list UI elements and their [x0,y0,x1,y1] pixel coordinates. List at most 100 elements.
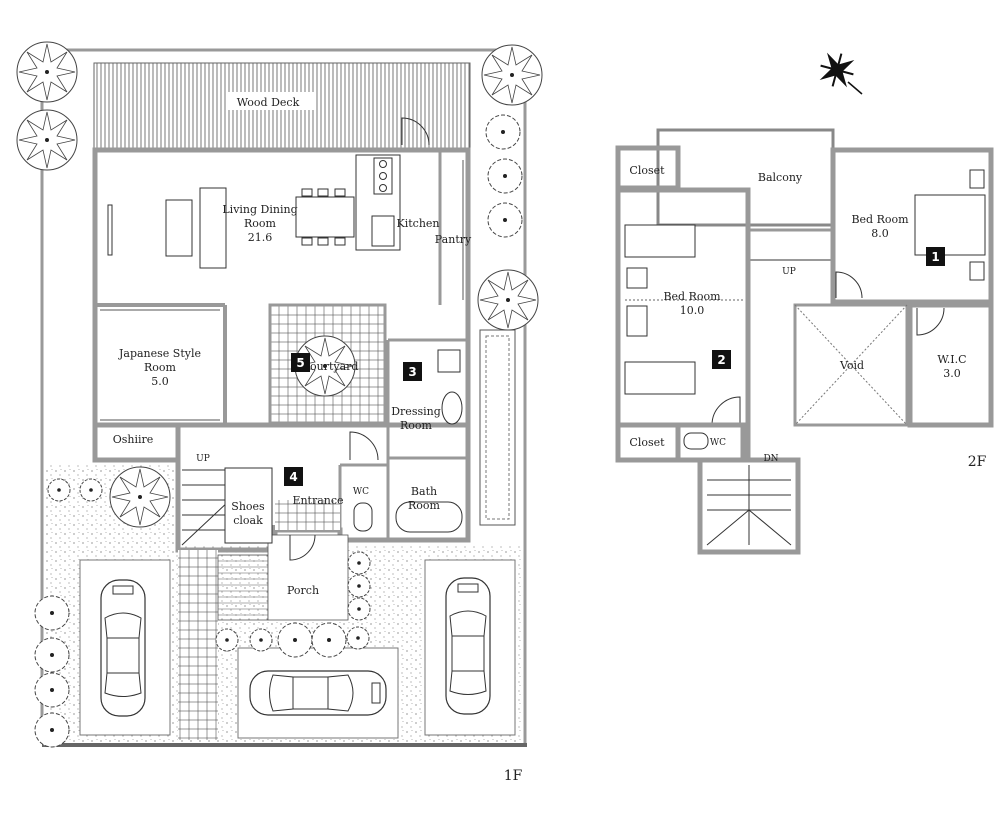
balcony-label: Balcony [758,171,803,184]
bed-icon [624,224,696,258]
car-icon [445,577,491,715]
door-swing-icon [916,307,945,336]
door-swing-icon [289,534,316,561]
wc-label-1f: WC [353,487,369,497]
planter-hedge [485,335,510,520]
shrub-icon [215,628,239,652]
bed-icon [624,361,696,395]
shrub-icon [485,114,521,150]
parking-right [424,559,516,736]
bedroom2-size: 10.0 [680,304,705,317]
sink-icon [371,215,395,247]
bed-icon [914,194,986,256]
shrub-icon [34,595,70,631]
tree-icon [477,269,539,331]
site-boundary [40,48,527,745]
marker-5 [291,353,310,372]
shoes-label-2: cloak [233,514,263,527]
porch-label: Porch [287,584,319,597]
compass-icon [819,52,855,88]
floor-2-label: 2F [968,454,987,470]
parking-left [79,559,171,736]
shrub-icon [34,672,70,708]
dining-chairs [301,188,346,246]
marker-3 [403,362,422,381]
marker-5-text: 5 [296,356,304,370]
courtyard-label: Courtyard [302,360,359,373]
shrub-icon [487,158,523,194]
tree-icon [16,41,78,103]
wood-deck-label: Wood Deck [237,96,300,109]
door-swing-icon [401,117,430,146]
floor-1-label: 1F [504,768,523,784]
washer-icon [437,349,461,373]
shrub-icon [487,202,523,238]
shoes-cloak-box [224,467,273,544]
stove-icon [373,157,393,195]
dn-label: DN [763,454,778,464]
shrub-icon [34,712,70,748]
door-swing-icon [349,431,379,461]
japanese-label-2: Room [144,361,177,374]
porch-steps [217,554,269,621]
pantry-label: Pantry [435,233,472,246]
marker-1 [926,247,945,266]
void-wall [793,303,909,427]
closet-top-label: Closet [629,164,665,177]
bedroom1-label-1: Bed Room [851,213,909,226]
marker-3-text: 3 [408,365,416,379]
living-label-1: Living Dining [222,203,297,216]
sofa-icon [199,187,227,269]
kitchen-label: Kitchen [397,217,440,230]
shrub-icon [34,637,70,673]
walkway-tiles [178,550,218,740]
nightstand-icon [969,169,985,189]
marker-4 [284,467,303,486]
desk-icon [626,305,648,337]
wood-deck-label-bg [226,92,316,110]
wall-japanese [92,300,178,463]
shrub-icon [347,574,371,598]
entrance-label: Entrance [292,494,343,507]
stair-2f-wall [697,457,801,555]
up-label-2f: UP [782,267,796,277]
marker-2 [712,350,731,369]
toilet-icon [683,432,709,450]
tree-icon [109,466,171,528]
bedroom1-size: 8.0 [871,227,889,240]
floor-1-plan: Wood Deck Courtyard [16,41,543,784]
living-label-2: Room [244,217,277,230]
wic-size: 3.0 [943,367,961,380]
wc-label-2f: WC [710,438,726,448]
dining-table-icon [295,196,355,238]
bedroom1-wall [830,147,994,305]
marker-4-text: 4 [289,470,297,484]
void-cross-a [794,304,908,426]
compass-pointer [847,81,863,95]
floor-2-plan: Balcony Closet Closet Bed Room 10.0 WC D… [615,52,994,555]
entrance-tiles [275,500,340,530]
toilet-icon [353,502,373,532]
bedroom2-label-1: Bed Room [663,290,721,303]
bathtub-icon [395,501,463,533]
japanese-label-1: Japanese Style [118,347,201,360]
shrub-icon [346,626,370,650]
nightstand-icon [626,267,648,289]
parking-middle [237,647,399,739]
car-icon [249,670,387,716]
wic-wall [907,302,994,428]
door-swing-icon [835,271,863,299]
house-wall-upper [92,147,471,428]
planter-strip [479,329,516,526]
wic-label-1: W.I.C [937,353,966,366]
car-icon [100,579,146,717]
shrub-icon [249,628,273,652]
stair-1f [181,469,231,546]
door-swing-icon [711,396,741,426]
oshiire-label: Oshiire [113,433,154,446]
bath-label-2: Room [408,499,441,512]
shrub-icon [277,622,313,658]
marker-1-text: 1 [931,250,939,264]
tree-icon [16,109,78,171]
dressing-label-1: Dressing [391,405,441,418]
